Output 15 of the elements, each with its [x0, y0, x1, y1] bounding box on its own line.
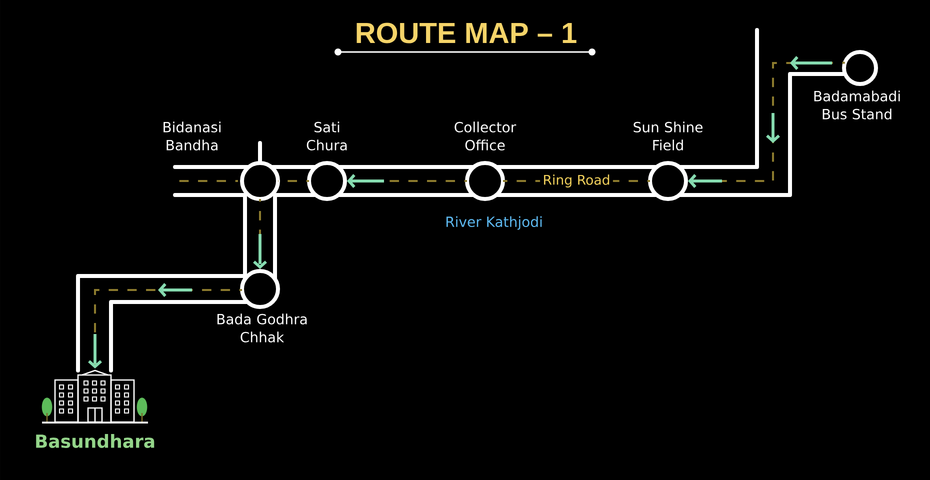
route-line: [347, 174, 467, 188]
stop-name: Bidanasi Bandha: [164, 122, 220, 150]
route-line: [278, 180, 309, 182]
river-label: River Kathjodi: [446, 216, 542, 230]
stop-name: Sati Chura: [306, 122, 347, 150]
stop-name: Badamabadi Bus Stand: [814, 90, 900, 120]
stop-name: Sun Shine Field: [634, 122, 702, 150]
route-line: [688, 56, 845, 188]
title: ROUTE MAP – 1: [356, 22, 576, 44]
route-line: [88, 283, 242, 368]
stop-name: Bada Godhra Chhak: [217, 314, 307, 342]
place-name: Basundhara: [36, 434, 154, 448]
stop-name: Collector Office: [454, 122, 516, 150]
route-line: [253, 199, 267, 269]
edge-label: Ring Road: [540, 172, 613, 190]
